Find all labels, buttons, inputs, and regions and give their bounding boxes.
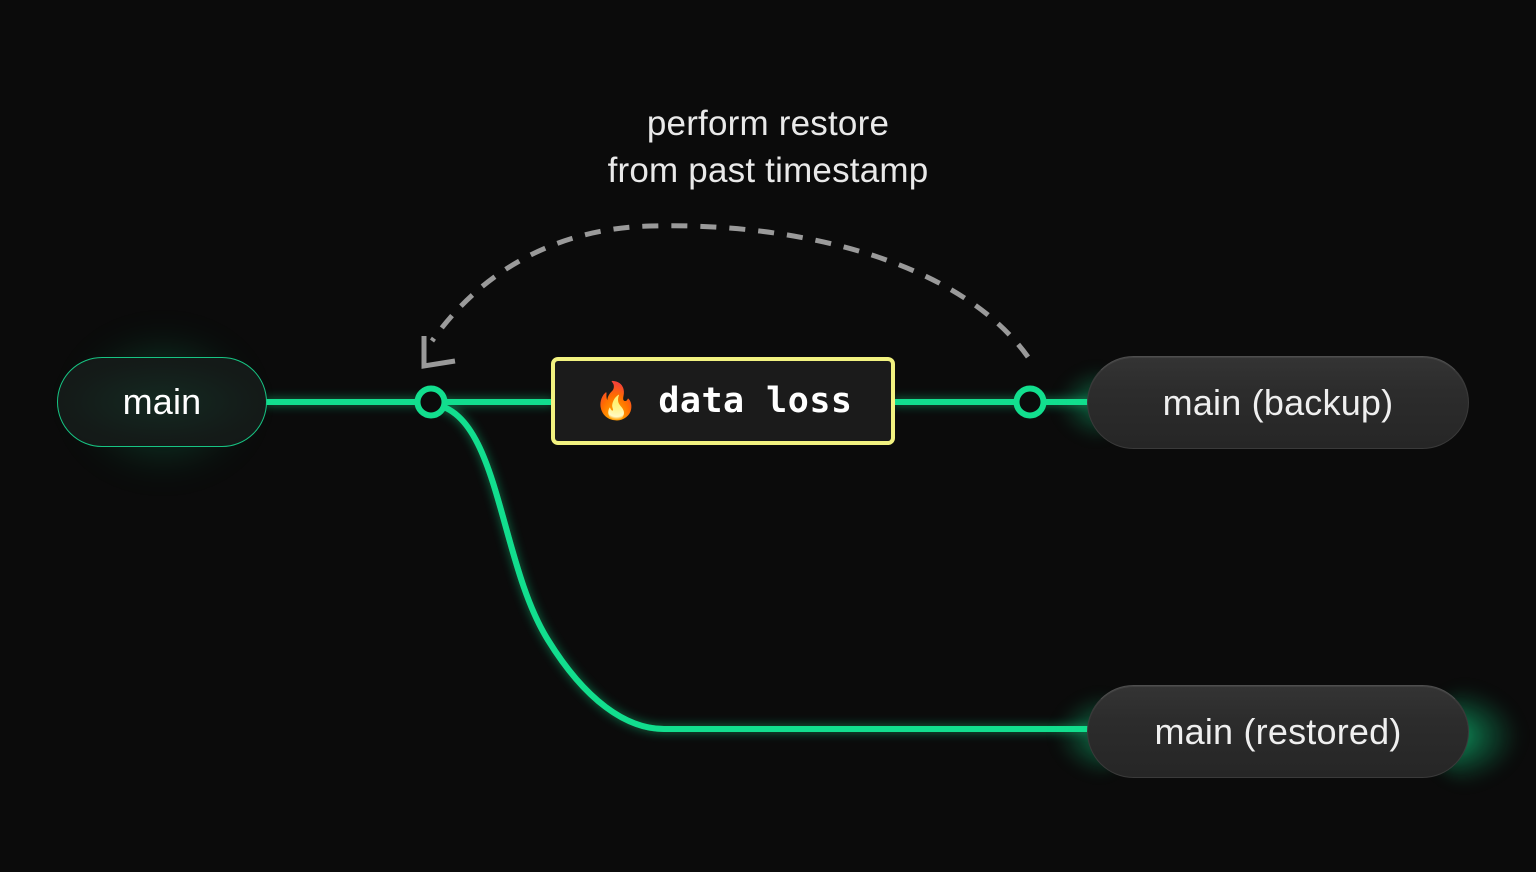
fire-icon: 🔥 [593, 380, 639, 421]
node-main-restored[interactable]: main (restored) [1087, 685, 1469, 778]
node-main-backup-label: main (backup) [1162, 381, 1394, 423]
data-loss-label: data loss [658, 381, 853, 421]
restore-arrow-head [421, 336, 456, 369]
node-main-restored-label: main (restored) [1154, 710, 1402, 752]
backup-commit-node[interactable] [1013, 385, 1047, 419]
data-loss-box[interactable]: 🔥 data loss [551, 357, 895, 445]
branch-commit-node[interactable] [414, 385, 448, 419]
connector-branch-to-restored [429, 401, 1091, 732]
node-main-label: main [122, 381, 202, 422]
restore-arrow [429, 223, 1031, 359]
node-main[interactable]: main [57, 357, 267, 447]
diagram-title: perform restore from past timestamp [607, 104, 929, 190]
node-main-backup[interactable]: main (backup) [1087, 356, 1469, 449]
